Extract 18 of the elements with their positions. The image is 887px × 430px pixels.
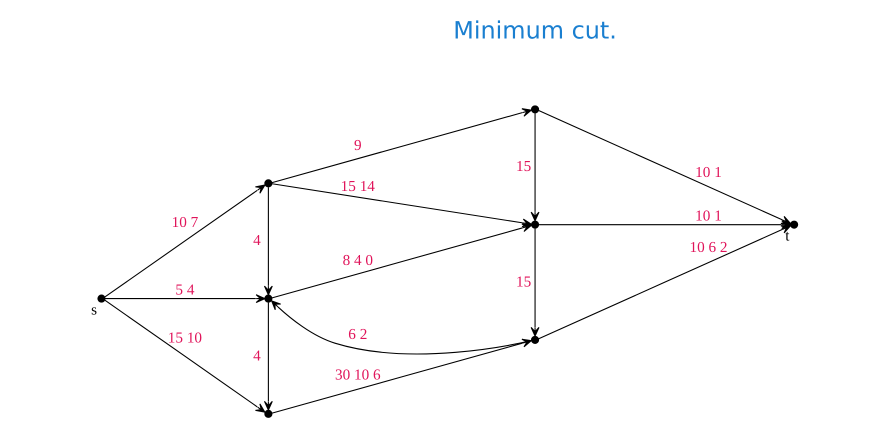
edge-label: 15 10 <box>167 329 202 346</box>
node-label: t <box>784 227 789 244</box>
edge-label: 15 <box>516 158 531 176</box>
edge-label: 4 <box>252 232 260 249</box>
edge-label: 15 <box>516 273 531 290</box>
label: Minimum cut. <box>452 16 616 44</box>
node-label: s <box>90 301 97 318</box>
edge-label: 10 1 <box>694 208 722 225</box>
edge-label: 10 6 2 <box>688 239 728 256</box>
edge-label: 30 10 6 <box>334 366 380 384</box>
edge-label: 10 1 <box>694 164 722 182</box>
edge-label: 4 <box>252 347 260 364</box>
edge-label: 5 4 <box>174 281 194 298</box>
edge-label: 9 <box>354 136 362 154</box>
edge-label: 10 7 <box>171 214 198 232</box>
edge-label: 8 4 0 <box>342 252 373 270</box>
edge-label: 15 14 <box>340 178 374 196</box>
edge-label: 6 2 <box>348 326 367 344</box>
